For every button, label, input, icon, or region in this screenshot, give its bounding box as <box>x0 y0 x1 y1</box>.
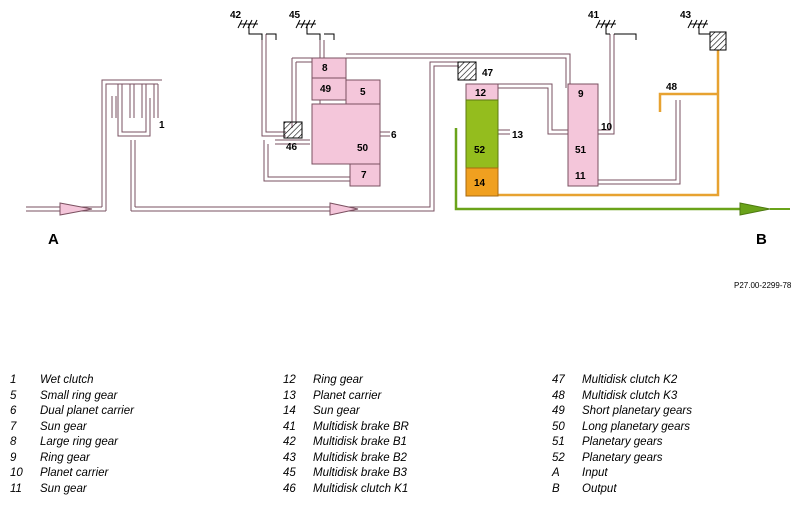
clutch-k2-47 <box>457 61 477 81</box>
legend-text: Planet carrier <box>40 467 109 479</box>
label-7: 7 <box>361 170 367 181</box>
legend-number: 12 <box>283 374 296 386</box>
legend-text: Multidisk brake B2 <box>313 451 407 464</box>
legend-text: Sun gear <box>40 482 87 495</box>
legend-text: Short planetary gears <box>582 405 692 417</box>
label-8: 8 <box>322 63 328 74</box>
label-51: 51 <box>575 145 587 156</box>
brake-b2-43 <box>709 31 727 51</box>
legend-text: Long planetary gears <box>582 420 691 433</box>
legend-number: 43 <box>283 451 296 464</box>
legend-number: 14 <box>283 405 296 417</box>
gearset-1 <box>311 57 381 187</box>
legend-text: Ring gear <box>313 374 363 386</box>
legend-number: 6 <box>10 405 17 417</box>
label-output-b: B <box>756 231 767 248</box>
label-5: 5 <box>360 87 366 98</box>
label-49: 49 <box>320 84 332 95</box>
label-6: 6 <box>391 130 397 141</box>
label-14: 14 <box>474 178 486 189</box>
legend-text: Planet carrier <box>313 389 382 402</box>
legend-number: 46 <box>283 482 296 495</box>
legend-text: Large ring gear <box>40 436 118 448</box>
output-shaft <box>454 128 790 216</box>
label-46: 46 <box>286 142 298 153</box>
legend-number: A <box>552 467 560 479</box>
input-arrow-2 <box>329 202 359 216</box>
legend-number: 48 <box>552 389 565 402</box>
label-11: 11 <box>575 171 586 182</box>
legend-text: Multidisk brake BR <box>313 420 409 433</box>
label-52: 52 <box>474 145 486 156</box>
ground-symbols <box>237 19 710 40</box>
legend-number: 49 <box>552 405 565 417</box>
label-48: 48 <box>666 82 678 93</box>
legend-text: Multidisk brake B1 <box>313 436 407 448</box>
legend-number: 9 <box>10 451 17 464</box>
transmission-schematic: 1 8 49 5 6 50 7 46 42 45 47 12 52 14 13 … <box>26 10 790 248</box>
legend-text: Multidisk clutch K3 <box>582 389 678 402</box>
legend-number: 47 <box>552 374 565 386</box>
wet-clutch <box>111 84 159 137</box>
label-12: 12 <box>475 88 487 99</box>
legend-number: 13 <box>283 389 296 402</box>
label-13: 13 <box>512 130 524 141</box>
legend-number: 41 <box>283 420 296 433</box>
label-9: 9 <box>578 89 584 100</box>
input-arrow-a <box>59 202 93 216</box>
legend-number: 50 <box>552 420 565 433</box>
legend-text: Multidisk clutch K1 <box>313 482 409 495</box>
legend-text: Ring gear <box>40 451 90 464</box>
legend-number: 8 <box>10 436 17 448</box>
legend-number: 42 <box>283 436 296 448</box>
legend-text: Small ring gear <box>40 389 118 402</box>
label-50: 50 <box>357 143 369 154</box>
reference-code: P27.00-2299-78 <box>734 281 792 290</box>
legend-text: Sun gear <box>40 420 87 433</box>
legend-text: Multidisk clutch K2 <box>582 374 678 386</box>
label-42: 42 <box>230 10 242 21</box>
legend-number: 5 <box>10 389 17 402</box>
legend-number: 10 <box>10 467 23 479</box>
label-41: 41 <box>588 10 600 21</box>
shafts <box>26 34 681 212</box>
legend-text: Planetary gears <box>582 436 663 448</box>
clutch-k1-46 <box>283 121 303 139</box>
legend-text: Multidisk brake B3 <box>313 467 407 479</box>
label-input-a: A <box>48 231 59 248</box>
label-47: 47 <box>482 68 494 79</box>
legend-number: 51 <box>552 436 565 448</box>
legend-number: 11 <box>10 482 22 495</box>
legend-text: Output <box>582 482 617 495</box>
brake-line-43-48 <box>498 50 720 197</box>
gearset-3 <box>567 83 599 187</box>
label-10: 10 <box>601 122 613 133</box>
legend-text: Dual planet carrier <box>40 405 134 417</box>
legend-number: 7 <box>10 420 17 433</box>
label-1: 1 <box>159 120 165 131</box>
legend-number: 1 <box>10 374 17 386</box>
legend-number: 45 <box>283 467 296 479</box>
legend-text: Planetary gears <box>582 451 663 464</box>
legend-text: Wet clutch <box>40 374 94 386</box>
legend-number: B <box>552 482 560 495</box>
legend-text: Input <box>582 467 608 479</box>
label-43: 43 <box>680 10 692 21</box>
label-45: 45 <box>289 10 301 21</box>
gearset-2 <box>465 83 499 197</box>
legend-text: Sun gear <box>313 405 360 417</box>
legend-number: 52 <box>552 451 565 464</box>
